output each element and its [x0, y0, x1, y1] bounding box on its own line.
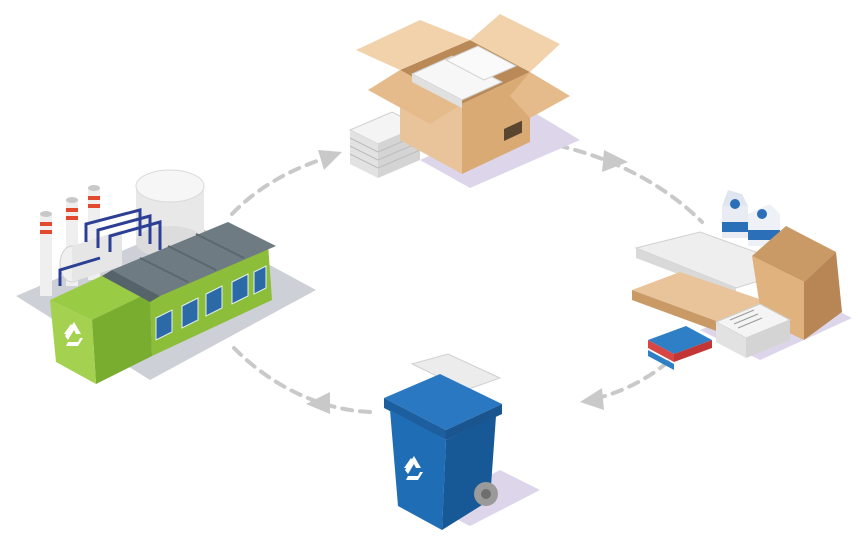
- box-icon: [348, 14, 580, 188]
- arrow-box-to-products: [538, 140, 704, 224]
- arrowhead-2: [602, 150, 628, 172]
- recycle-symbol-icon: [404, 456, 423, 480]
- recycle-bin-icon: [384, 353, 540, 530]
- arrowhead-4: [306, 392, 330, 414]
- arrow-heads: [306, 150, 628, 414]
- factory-recycle-symbol-icon: [64, 322, 83, 346]
- arrow-bin-to-factory: [232, 346, 372, 414]
- paper-products-icon: [632, 190, 852, 370]
- arrowhead-1: [318, 150, 342, 170]
- arrowhead-3: [580, 388, 604, 410]
- factory-icon: [16, 169, 316, 384]
- arrow-factory-to-box: [230, 158, 322, 216]
